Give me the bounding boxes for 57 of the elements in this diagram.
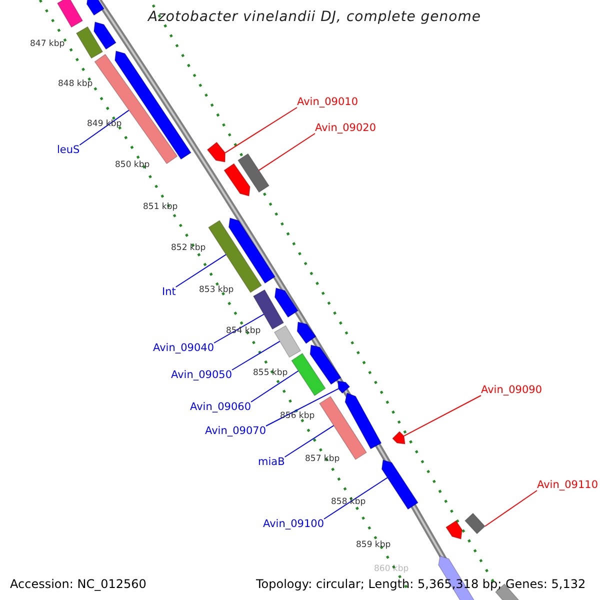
scale-label: 855 kbp	[253, 369, 288, 378]
scale-label: 848 kbp	[58, 80, 93, 88]
scale-label: 857 kbp	[305, 455, 340, 464]
leader-line	[484, 490, 538, 527]
gene-feature	[206, 142, 226, 162]
gene-name: Avin_09110	[537, 480, 598, 490]
title: Azotobacter vinelandii DJ, complete genome	[148, 10, 481, 24]
leader-line	[79, 110, 130, 146]
gene-name: Avin_09070	[205, 426, 266, 436]
leader-line	[324, 477, 388, 520]
gene-name: leuS	[57, 145, 80, 156]
footer-text: Accession: NC_012560	[10, 578, 146, 590]
scale-label: 858 kbp	[331, 498, 366, 506]
gene-feature	[228, 218, 276, 284]
scale-label: 852 kbp	[171, 244, 206, 252]
scale-label: 847 kbp	[30, 40, 65, 48]
gene-feature	[224, 163, 250, 196]
leader-line	[258, 133, 316, 171]
gene-bar	[56, 0, 84, 28]
gene-name: Avin_09060	[190, 402, 252, 412]
gene-name: Avin_09020	[315, 123, 376, 134]
scale-label: 859 kbp	[356, 541, 391, 550]
gene-name: Avin_09050	[171, 370, 232, 380]
leader-line	[284, 425, 334, 458]
gene-name: Int	[162, 287, 176, 298]
leader-line	[266, 388, 339, 426]
scale-label: 850 kbp	[115, 161, 150, 170]
gene-feature	[381, 460, 418, 510]
gene-feature	[310, 344, 342, 385]
gene-bar	[238, 153, 270, 193]
gene-feature	[392, 431, 406, 444]
leader-line	[250, 370, 299, 402]
gene-feature	[446, 520, 462, 540]
leader-line	[224, 107, 298, 154]
leader-line	[232, 340, 280, 370]
gene-feature	[94, 22, 116, 50]
gene-bar	[274, 325, 302, 358]
scale-label: 853 kbp	[199, 286, 234, 294]
gene-bar	[291, 352, 326, 396]
footer-text: Topology: circular; Length: 5,365,318 bp; Genes: 5,132	[256, 578, 586, 590]
scale-label: 860 kbp	[374, 565, 409, 574]
gene-name: Avin_09100	[263, 519, 324, 530]
leader-line	[404, 395, 482, 436]
gene-name: Avin_09040	[153, 343, 214, 354]
gene-feature	[86, 0, 104, 16]
gene-feature	[344, 392, 382, 450]
gene-bar	[76, 26, 104, 59]
leader-line	[175, 254, 227, 288]
scale-label: 851 kbp	[143, 203, 178, 212]
gene-feature	[274, 288, 298, 318]
gene-feature	[296, 322, 316, 344]
gene-name: Avin_09010	[297, 97, 358, 108]
gene-name: Avin_09090	[481, 385, 542, 396]
gene-name: miaB	[258, 457, 285, 468]
gene-bar	[464, 512, 486, 534]
gene-feature	[338, 380, 350, 394]
leader-line	[214, 314, 264, 344]
